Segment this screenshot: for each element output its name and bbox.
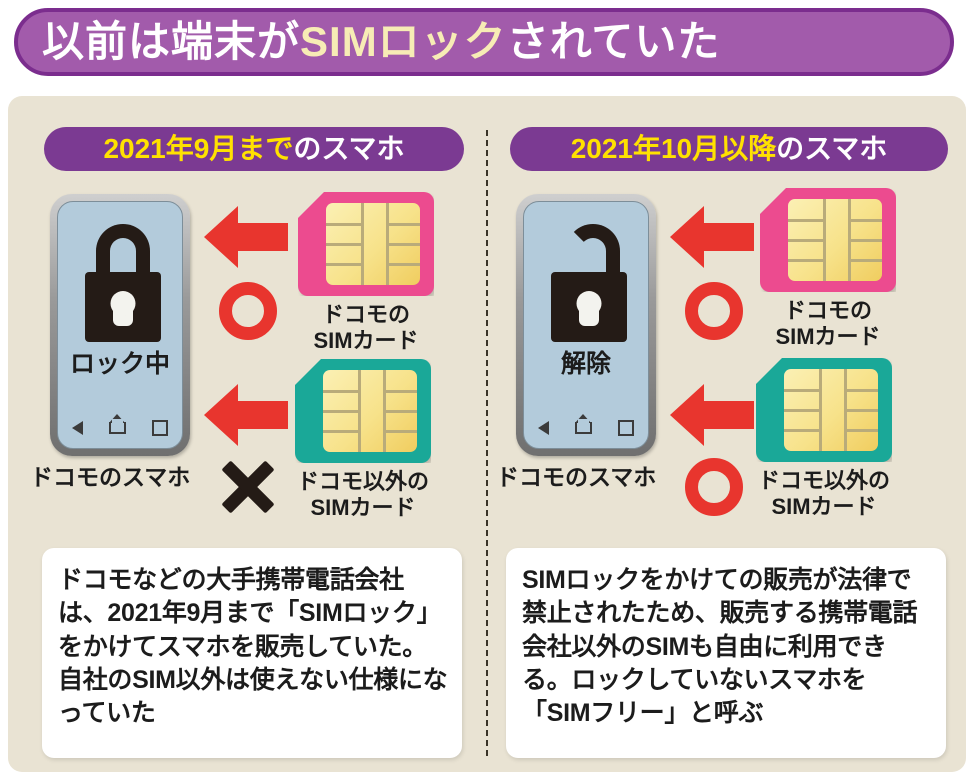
back-icon[interactable]	[538, 421, 549, 435]
sim-card-label: ドコモの SIMカード	[298, 302, 434, 354]
sim-label-line2: SIMカード	[310, 494, 416, 520]
allowed-circle-mark-2	[685, 458, 743, 516]
sim-card-label: ドコモ以外の SIMカード	[756, 468, 892, 520]
denied-cross-mark	[219, 458, 277, 516]
sim-card-other-block: ドコモ以外の SIMカード	[756, 358, 892, 520]
sim-chip	[326, 203, 420, 285]
phone-screen: 解除	[523, 201, 649, 449]
panel-header-period: 2021年10月以降	[570, 133, 777, 164]
phone-docomo-unlocked: 解除	[516, 194, 656, 456]
android-nav-bar	[524, 414, 648, 436]
panel-header-right: 2021年10月以降のスマホ	[510, 127, 948, 171]
android-nav-bar	[58, 414, 182, 436]
caption-text: ドコモなどの大手携帯電話会社は、2021年9月まで「SIMロック」をかけてスマホ…	[58, 566, 448, 727]
panel-before-oct-2021: 2021年9月までのスマホ ロック中	[8, 96, 486, 772]
phone-caption-left: ドコモのスマホ	[30, 464, 191, 490]
caption-box-left: ドコモなどの大手携帯電話会社は、2021年9月まで「SIMロック」をかけてスマホ…	[42, 548, 462, 758]
left-arrow-icon	[204, 206, 288, 268]
sim-label-line2: SIMカード	[775, 323, 881, 349]
phone-caption-right: ドコモのスマホ	[496, 464, 657, 490]
sim-label-line1: ドコモの	[321, 302, 410, 327]
lock-wrap	[524, 224, 648, 342]
sim-card-docomo-block: ドコモの SIMカード	[298, 192, 434, 354]
panel-divider	[486, 130, 488, 756]
sim-chip	[788, 199, 882, 281]
lock-wrap	[58, 224, 182, 342]
caption-text: SIMロックをかけての販売が法律で禁止されたため、販売する携帯電話会社以外のSI…	[522, 566, 918, 727]
padlock-body	[85, 272, 161, 342]
title-suffix: されていた	[506, 18, 721, 65]
title-banner: 以前は端末がSIMロックされていた	[14, 8, 954, 76]
page-title: 以前は端末がSIMロックされていた	[42, 21, 720, 63]
sim-label-line1: ドコモ以外の	[296, 469, 429, 494]
padlock-keyhole	[579, 304, 599, 326]
panel-header-left: 2021年9月までのスマホ	[44, 127, 464, 171]
sim-card-label: ドコモの SIMカード	[760, 298, 896, 350]
recents-icon[interactable]	[152, 420, 168, 436]
padlock-keyhole	[113, 304, 133, 326]
left-arrow-icon-2	[204, 384, 288, 446]
home-icon[interactable]	[109, 414, 126, 434]
sim-label-line2: SIMカード	[313, 327, 419, 353]
left-arrow-icon	[670, 206, 754, 268]
phone-docomo-locked: ロック中	[50, 194, 190, 456]
sim-label-line1: ドコモ以外の	[757, 468, 890, 493]
padlock-closed-icon	[80, 224, 161, 342]
back-icon[interactable]	[72, 421, 83, 435]
phone-lock-state-label: ロック中	[69, 350, 170, 378]
sim-label-line1: ドコモの	[783, 298, 872, 323]
sim-chip	[784, 369, 878, 451]
sim-chip	[323, 370, 417, 452]
panel-header-suffix: のスマホ	[293, 133, 405, 164]
padlock-open-icon	[546, 224, 627, 342]
sim-card-pink-icon	[298, 192, 434, 296]
sim-card-other-block: ドコモ以外の SIMカード	[295, 359, 431, 521]
sim-card-pink-icon	[760, 188, 896, 292]
sim-card-docomo-block: ドコモの SIMカード	[760, 188, 896, 350]
title-prefix: 以前は端末が	[42, 18, 301, 65]
sim-card-teal-icon	[295, 359, 431, 463]
panel-after-oct-2021: 2021年10月以降のスマホ 解除	[488, 96, 966, 772]
padlock-body	[551, 272, 627, 342]
panel-header-period: 2021年9月まで	[103, 133, 294, 164]
sim-card-teal-icon	[756, 358, 892, 462]
phone-lock-state-label: 解除	[560, 350, 611, 378]
allowed-circle-mark-1	[219, 282, 277, 340]
panel-header-suffix: のスマホ	[776, 133, 888, 164]
sim-label-line2: SIMカード	[771, 493, 877, 519]
caption-box-right: SIMロックをかけての販売が法律で禁止されたため、販売する携帯電話会社以外のSI…	[506, 548, 946, 758]
recents-icon[interactable]	[618, 420, 634, 436]
left-arrow-icon-2	[670, 384, 754, 446]
home-icon[interactable]	[575, 414, 592, 434]
sim-card-label: ドコモ以外の SIMカード	[295, 469, 431, 521]
allowed-circle-mark-1	[685, 282, 743, 340]
title-highlight: SIMロック	[300, 18, 507, 65]
phone-screen: ロック中	[57, 201, 183, 449]
